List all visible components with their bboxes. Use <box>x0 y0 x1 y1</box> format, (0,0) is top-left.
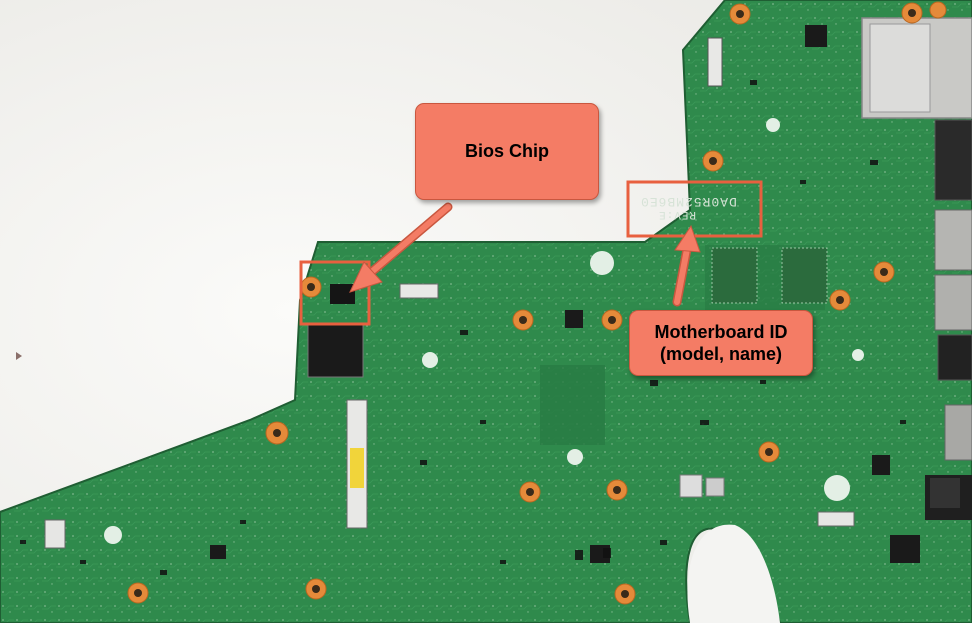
motherboard-id-label: Motherboard ID <box>654 321 788 342</box>
motherboard-id-sublabel: (model, name) <box>659 344 783 364</box>
port-connector <box>944 404 972 461</box>
usb-port <box>934 274 972 331</box>
memory-chip <box>781 247 828 304</box>
motherboard-id-callout: Motherboard ID (model, name) <box>629 310 813 376</box>
motherboard-id-arrow <box>672 224 701 307</box>
bios-arrow <box>349 202 453 293</box>
bios-chip-highlight <box>299 260 371 326</box>
bios-chip <box>330 284 355 304</box>
bios-chip-callout: Bios Chip <box>415 103 599 200</box>
board-model-marking: DA0R52MB6E0 <box>640 194 737 209</box>
chipset-ic <box>307 324 364 378</box>
memory-chip <box>711 247 758 304</box>
usb-port <box>934 119 972 201</box>
bios-chip-label: Bios Chip <box>465 141 549 162</box>
board-revision-marking: REV:E <box>658 208 697 220</box>
usb-port <box>934 209 972 271</box>
audio-jack <box>937 334 972 381</box>
